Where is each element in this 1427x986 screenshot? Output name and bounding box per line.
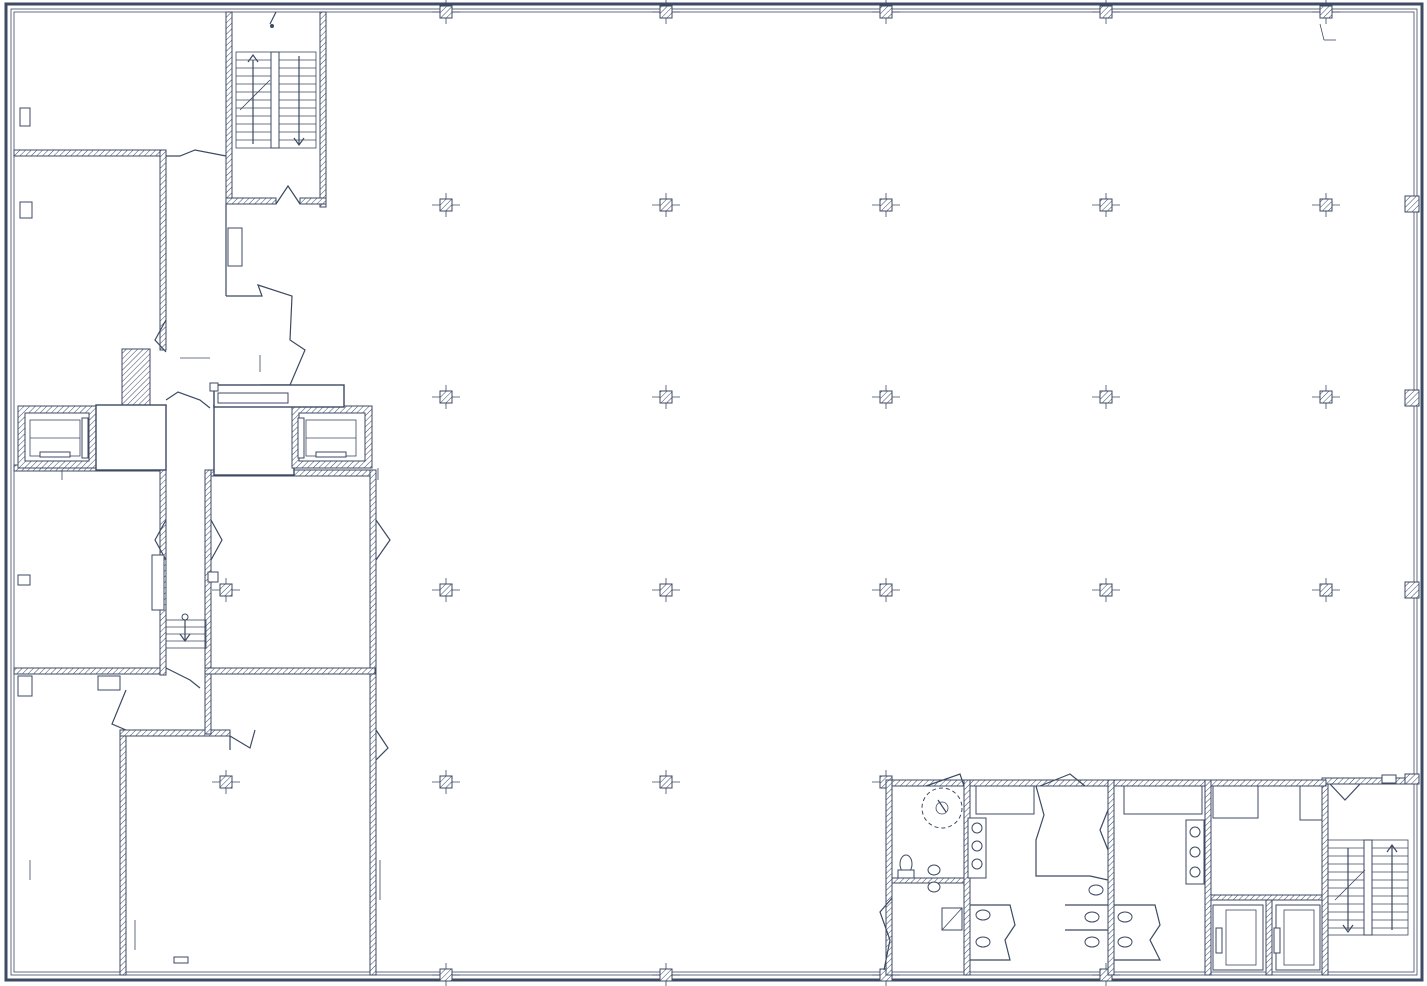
elevator-icon — [1212, 904, 1321, 971]
left-rooms — [13, 149, 377, 976]
column-icon — [1312, 0, 1340, 24]
elevator-bank-right — [213, 384, 373, 469]
restroom-block — [879, 773, 1327, 976]
wall-piers — [17, 107, 1420, 964]
column-icon — [432, 770, 460, 794]
toilet-icon — [897, 854, 1133, 948]
column-icon — [432, 963, 460, 986]
column-icon — [1312, 578, 1340, 602]
column-icon — [1092, 193, 1120, 217]
column-icon — [872, 0, 900, 24]
column-icon — [872, 385, 900, 409]
column-icon — [652, 963, 680, 986]
column-icon — [432, 578, 460, 602]
column-icon — [652, 770, 680, 794]
column-icon — [872, 193, 900, 217]
wheelchair-icon — [921, 787, 963, 829]
stair-core-top — [225, 11, 327, 267]
column-icon — [212, 578, 240, 602]
column-icon — [1312, 385, 1340, 409]
column-icon — [872, 578, 900, 602]
central-corridor — [111, 149, 306, 749]
column-icon — [432, 385, 460, 409]
column-icon — [652, 0, 680, 24]
elevator-bank-left — [17, 404, 295, 476]
column-icon — [1312, 193, 1340, 217]
column-icon — [652, 385, 680, 409]
door-swing-icon — [29, 11, 1336, 950]
column-icon — [652, 578, 680, 602]
column-icon — [212, 770, 240, 794]
stair-core-bottom-right — [1321, 777, 1418, 976]
column-icon — [1092, 385, 1120, 409]
exterior-wall — [4, 2, 1424, 982]
column-grid — [212, 0, 1340, 986]
column-icon — [432, 193, 460, 217]
staircase-icon — [235, 51, 317, 149]
column-icon — [1092, 963, 1120, 986]
column-icon — [652, 193, 680, 217]
column-icon — [1092, 0, 1120, 24]
column-icon — [1092, 578, 1120, 602]
sink-icon — [967, 817, 1205, 885]
elevator-icon — [297, 417, 357, 459]
staircase-icon — [1327, 839, 1409, 936]
staircase-icon — [165, 613, 207, 649]
column-icon — [432, 0, 460, 24]
elevator-icon — [29, 417, 89, 459]
